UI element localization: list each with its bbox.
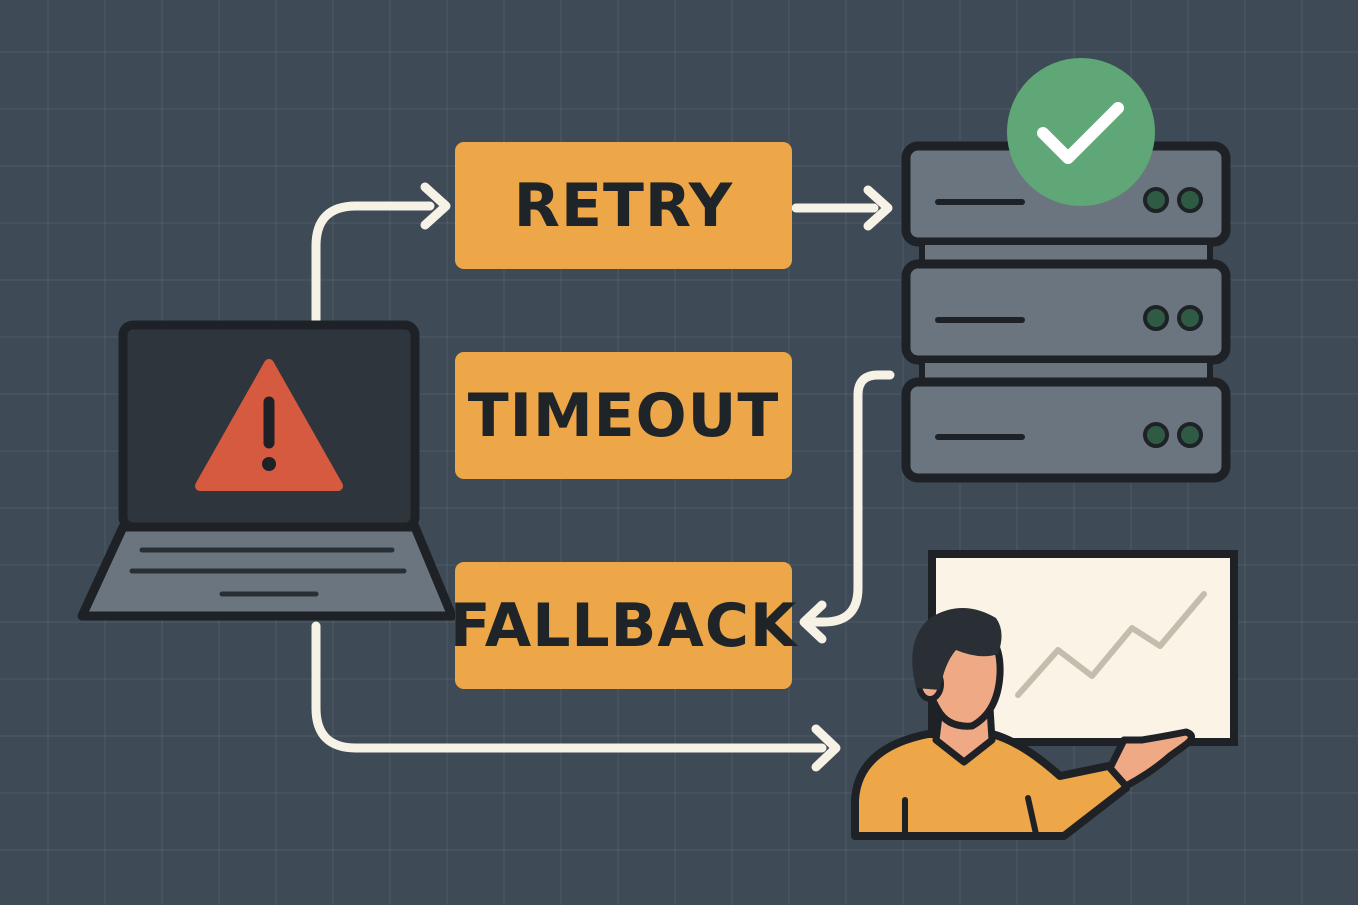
laptop-icon: [77, 320, 457, 621]
arrow-laptop-to-retry: [311, 201, 435, 327]
check-circle-icon: [1007, 58, 1155, 206]
server-unit: [901, 377, 1231, 483]
arrow-retry-to-server-head: [863, 185, 893, 231]
timeout-label-text: TIMEOUT: [467, 380, 780, 451]
shirt-fold: [1025, 795, 1039, 837]
fallback-label-text: FALLBACK: [449, 590, 798, 661]
presenter-hand: [1106, 728, 1195, 790]
server-unit: [901, 259, 1231, 365]
arrow-laptop-to-retry-head: [420, 182, 451, 230]
person-presenting-icon: [851, 608, 1195, 840]
retry-label: RETRY: [455, 142, 792, 269]
arrow-server-to-fallback: [805, 370, 895, 627]
arrow-server-to-fallback-head: [799, 600, 827, 644]
presenter-hair: [912, 608, 1002, 690]
arrow-laptop-to-presenter-head: [811, 724, 841, 772]
arrow-laptop-to-presenter: [311, 621, 827, 753]
connector-arrows: [311, 182, 895, 772]
trend-line: [1015, 591, 1207, 698]
presenter-body: [851, 730, 1130, 840]
warning-icon: [195, 359, 343, 491]
retry-label-text: RETRY: [513, 170, 734, 241]
timeout-label: TIMEOUT: [455, 352, 792, 479]
fallback-label: FALLBACK: [450, 562, 796, 689]
